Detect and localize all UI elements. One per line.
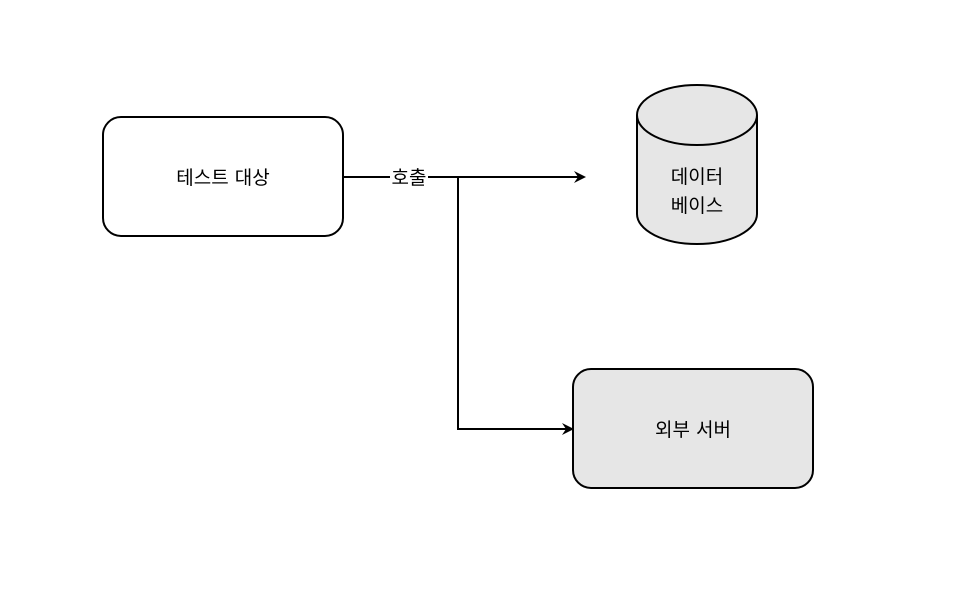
edge-to-external-server — [457, 177, 574, 435]
node-external-server-box — [572, 368, 814, 489]
node-test-target[interactable]: 테스트 대상 — [102, 116, 344, 237]
node-database-label-line2: 베이스 — [671, 195, 723, 217]
edge-label-call: 호출 — [392, 167, 427, 189]
node-database-label-line1: 데이터 — [671, 166, 723, 188]
node-test-target-label: 테스트 대상 — [176, 167, 269, 189]
node-external-server-label: 외부 서버 — [655, 419, 731, 441]
node-database[interactable]: 데이터 베이스 — [636, 84, 758, 245]
database-cylinder-body — [636, 115, 758, 245]
database-cylinder-top — [636, 84, 758, 146]
edge-call[interactable]: 호출 — [343, 167, 586, 435]
node-test-target-box — [102, 116, 344, 237]
node-external-server[interactable]: 외부 서버 — [572, 368, 814, 489]
